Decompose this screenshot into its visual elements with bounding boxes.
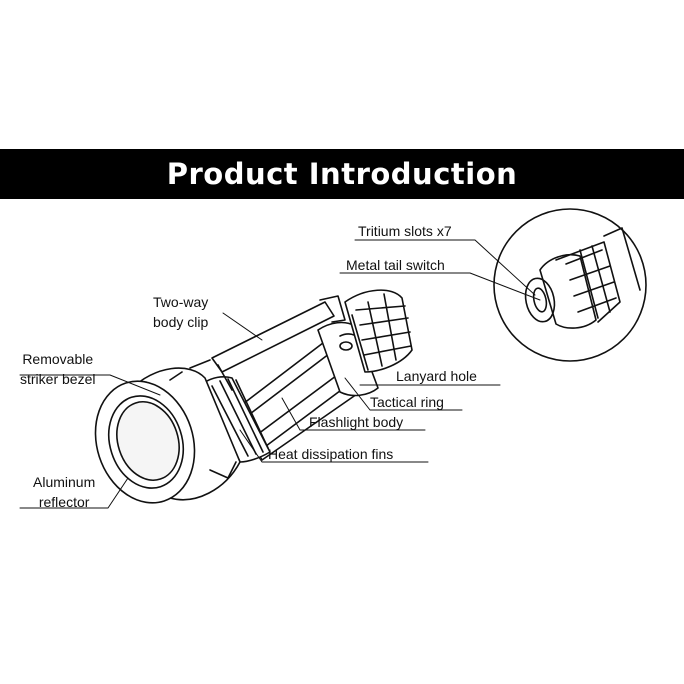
label-line: Removable (22, 351, 94, 367)
body-clip-drawing (211, 295, 346, 391)
label-metal-tail-switch: Metal tail switch (346, 257, 445, 273)
label-tactical-ring: Tactical ring (370, 394, 444, 410)
label-line: reflector (38, 494, 90, 510)
title-banner: Product Introduction (0, 149, 684, 199)
label-heat-dissipation-fins: Heat dissipation fins (268, 446, 394, 462)
tail-cap-drawing (344, 289, 413, 373)
label-line: body clip (153, 314, 209, 330)
label-two-way-body-clip: Two-way body clip (153, 292, 208, 332)
label-removable-striker-bezel: Removable striker bezel (20, 349, 95, 389)
leader-flashlight-body (281, 397, 426, 431)
label-lanyard-hole: Lanyard hole (396, 368, 477, 384)
reflector-drawing (94, 380, 196, 504)
leader-heat-dissipation-fins (239, 429, 429, 463)
page-title: Product Introduction (166, 157, 518, 191)
label-line: Two-way (153, 294, 209, 310)
tactical-ring-drawing (317, 321, 379, 397)
label-tritium-slots: Tritium slots x7 (358, 223, 452, 239)
label-line: Aluminum (33, 474, 96, 490)
leader-lines (19, 239, 541, 509)
label-flashlight-body: Flashlight body (309, 414, 404, 430)
leader-two-way-body-clip (222, 312, 263, 341)
tail-detail-inset (493, 208, 647, 362)
heat-fins-drawing (204, 375, 271, 463)
leader-aluminum-reflector (19, 477, 129, 509)
label-line: striker bezel (20, 371, 96, 387)
leader-removable-striker-bezel (19, 374, 161, 396)
leader-tritium-slots (354, 239, 536, 296)
label-aluminum-reflector: Aluminum reflector (33, 472, 95, 512)
leader-metal-tail-switch (339, 272, 541, 301)
leader-tactical-ring (344, 377, 463, 411)
